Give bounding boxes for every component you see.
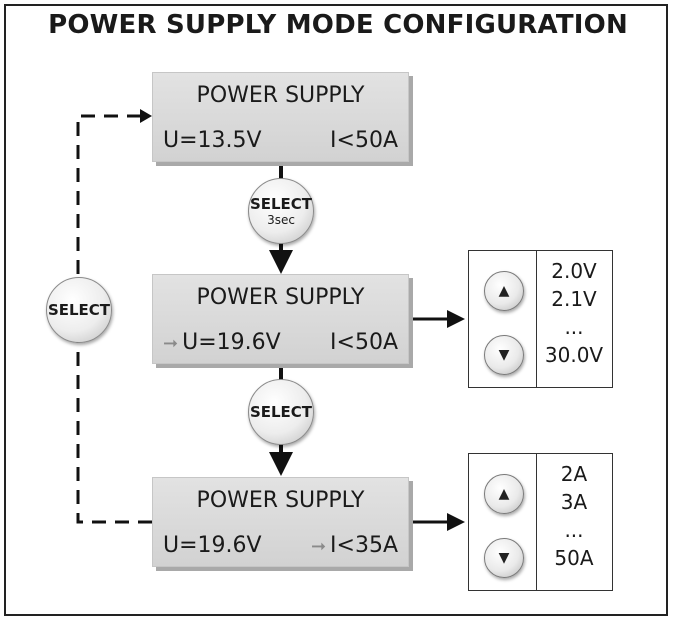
button-label: SELECT [47,300,111,319]
select-3sec-button[interactable]: SELECT 3sec [248,178,314,244]
down-arrow-icon[interactable]: ▼ [484,538,524,578]
value-item: 50A [554,546,594,570]
voltage-readout: U=19.6V [163,533,262,558]
current-values: 2A 3A ... 50A [536,460,612,572]
panel-divider [536,251,537,387]
button-label: SELECT [249,194,313,213]
right-arrow-icon: ➞ [310,536,327,557]
value-item: ... [564,518,584,542]
display-mode-3: POWER SUPPLY U=19.6V ➞I<35A [152,477,409,567]
current-readout: ➞I<35A [310,533,398,558]
current-readout: I<50A [330,128,398,153]
up-arrow-icon[interactable]: ▲ [484,474,524,514]
voltage-readout: ➞U=19.6V [163,330,281,355]
button-sublabel: 3sec [267,212,295,227]
value-item: 3A [560,490,588,514]
select-loop-button[interactable]: SELECT [46,277,112,343]
diagram-frame [4,4,668,616]
diagram-title: POWER SUPPLY MODE CONFIGURATION [48,10,628,40]
voltage-values: 2.0V 2.1V ... 30.0V [536,257,612,369]
value-item: 30.0V [544,343,604,367]
select-button[interactable]: SELECT [248,379,314,445]
button-label: SELECT [249,402,313,421]
display-heading: POWER SUPPLY [196,488,365,513]
voltage-readout: U=13.5V [163,128,262,153]
up-arrow-icon[interactable]: ▲ [484,271,524,311]
value-item: 2.0V [551,259,597,283]
display-mode-2: POWER SUPPLY ➞U=19.6V I<50A [152,274,409,364]
return-loop-arrowhead [140,109,152,123]
display-mode-1: POWER SUPPLY U=13.5V I<50A [152,72,409,162]
voltage-options-panel: ▲ ▼ 2.0V 2.1V ... 30.0V [468,250,613,388]
down-arrow-icon[interactable]: ▼ [484,335,524,375]
value-item: 2A [560,462,588,486]
current-readout: I<50A [330,330,398,355]
value-item: 2.1V [551,287,597,311]
panel-divider [536,454,537,590]
right-arrow-icon: ➞ [163,333,179,354]
value-item: ... [564,315,584,339]
display-heading: POWER SUPPLY [196,83,365,108]
display-heading: POWER SUPPLY [196,285,365,310]
current-options-panel: ▲ ▼ 2A 3A ... 50A [468,453,613,591]
